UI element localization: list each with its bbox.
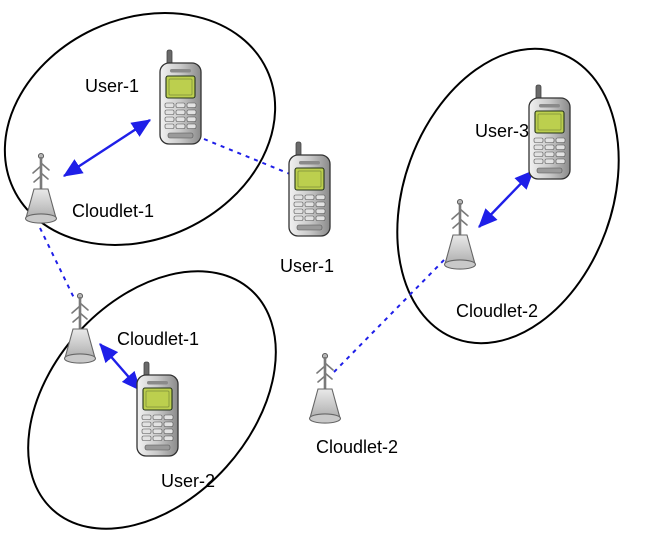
wireless-link-arrow-cluster3	[478, 170, 534, 228]
label-user-2: User-2	[161, 471, 215, 491]
coverage-ellipse-right	[396, 47, 620, 345]
migration-dashed-line-user1	[203, 138, 291, 175]
antenna-icon	[24, 152, 58, 224]
antenna-icon	[443, 198, 477, 270]
label-cloudlet-2-right: Cloudlet-2	[456, 301, 538, 321]
antenna-icon	[308, 352, 342, 424]
phone-icon	[528, 84, 571, 180]
migration-dashed-line-cloudlet1	[39, 227, 75, 299]
label-cloudlet-1-top: Cloudlet-1	[72, 201, 154, 221]
label-cloudlet-1-bottom: Cloudlet-1	[117, 329, 199, 349]
phone-icon	[159, 49, 202, 145]
label-user-1-roaming: User-1	[280, 256, 334, 276]
migration-dashed-line-cloudlet2	[333, 257, 447, 373]
antenna-icon	[63, 292, 97, 364]
coverage-ellipse-top-left	[3, 12, 277, 246]
wireless-link-arrow-cluster1	[62, 118, 152, 178]
phone-icon	[288, 141, 331, 237]
wireless-link-arrow-cluster2	[99, 343, 141, 391]
label-cloudlet-2-standalone: Cloudlet-2	[316, 437, 398, 457]
phone-icon	[136, 361, 179, 457]
label-user-1-top: User-1	[85, 76, 139, 96]
label-user-3: User-3	[475, 121, 529, 141]
